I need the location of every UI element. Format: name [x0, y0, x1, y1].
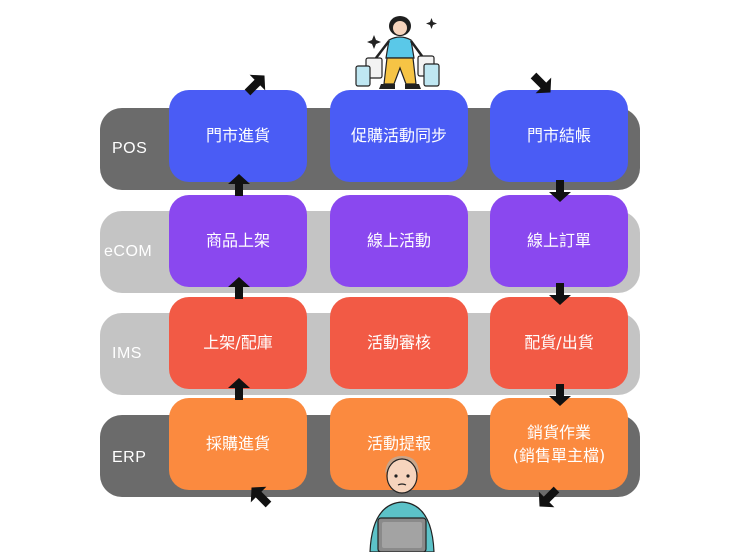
- erp-sales-operation-box: 銷貨作業 (銷售單主檔): [490, 398, 628, 490]
- arrow-down-icon: [549, 384, 571, 406]
- ecom-online-order-box: 線上訂單: [490, 195, 628, 287]
- ims-layer-label: IMS: [112, 345, 142, 362]
- arrow-up-icon: [228, 174, 250, 196]
- pos-layer-label: POS: [112, 140, 148, 157]
- arrow-down-right-icon: [530, 72, 552, 94]
- arrow-up-right-icon: [244, 74, 266, 96]
- arrow-up-left-icon: [250, 486, 272, 508]
- pos-store-checkout-box: 門市結帳: [490, 90, 628, 182]
- laptop-worker-illustration-icon: [369, 456, 435, 552]
- ecom-listing-box: 商品上架: [169, 195, 307, 287]
- pos-store-restock-box: 門市進貨: [169, 90, 307, 182]
- ims-distribution-shipping-box: 配貨/出貨: [490, 297, 628, 389]
- arrow-down-icon: [549, 283, 571, 305]
- arrow-down-icon: [549, 180, 571, 202]
- erp-layer-label: ERP: [112, 449, 147, 466]
- ecom-online-event-box: 線上活動: [330, 195, 468, 287]
- arrow-down-left-icon: [538, 486, 560, 508]
- pos-promo-sync-box: 促購活動同步: [330, 90, 468, 182]
- arrow-up-icon: [228, 378, 250, 400]
- ims-shelving-allocation-box: 上架/配庫: [169, 297, 307, 389]
- shopper-illustration-icon: [355, 16, 440, 89]
- ims-event-review-box: 活動審核: [330, 297, 468, 389]
- arrow-up-icon: [228, 277, 250, 299]
- ecom-layer-label: eCOM: [104, 243, 153, 260]
- erp-purchase-receiving-box: 採購進貨: [169, 398, 307, 490]
- erp-event-submission-box: 活動提報: [330, 398, 468, 490]
